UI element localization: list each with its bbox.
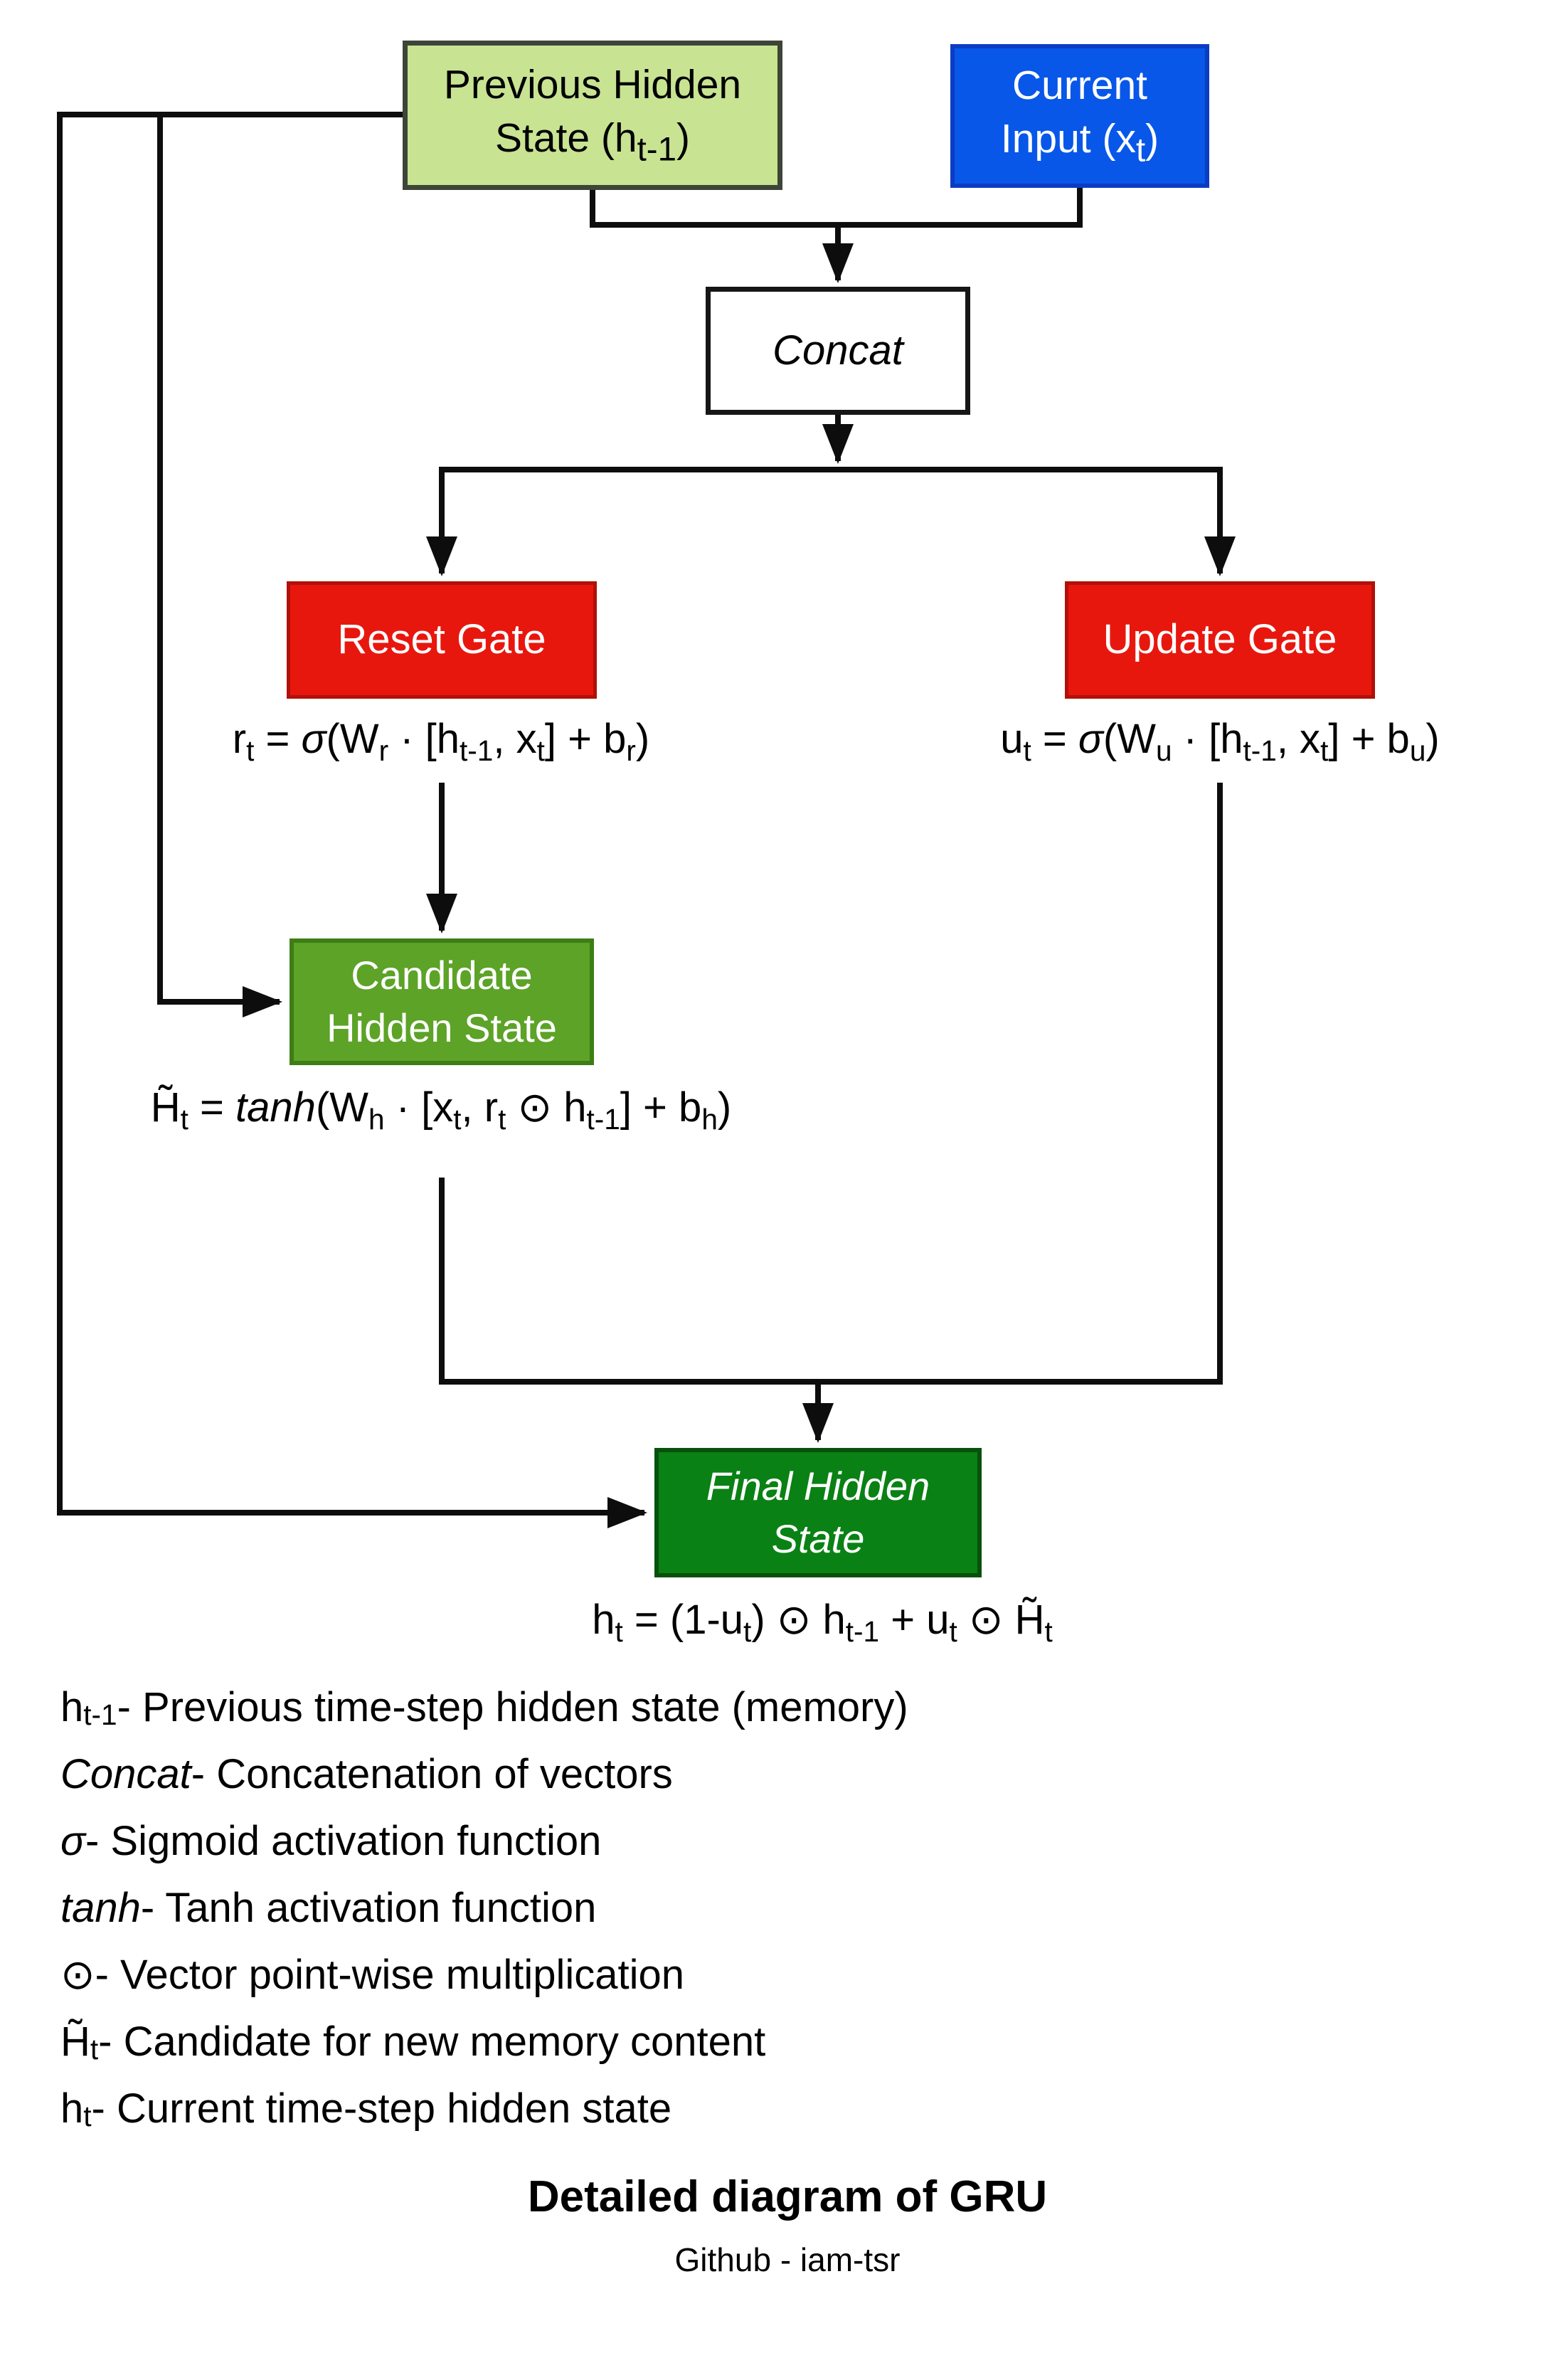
arrow-feedback-to-final — [57, 112, 647, 1528]
diagram-title: Detailed diagram of GRU — [527, 2172, 1048, 2221]
legend-item-candidate: H̃t - Candidate for new memory content — [60, 2018, 766, 2066]
legend-item-sigma: σ - Sigmoid activation function — [60, 1817, 602, 1864]
legend-item-concat: Concat - Concatenation of vectors — [60, 1750, 673, 1797]
diagram-subtitle: Github - iam-tsr — [674, 2241, 901, 2278]
formula-update-gate: ut = σ(Wu · [ht-1, xt] + bu) — [1000, 716, 1440, 768]
arrow-feedback-to-candidate — [157, 112, 282, 1017]
formula-reset-gate: rt = σ(Wr · [ht-1, xt] + br) — [232, 716, 650, 768]
node-concat: Concat — [706, 287, 970, 415]
node-label: Concat — [772, 327, 903, 374]
formula-final-hidden-state: ht = (1-ut) ⊙ ht-1 + ut ⊙ H̃t — [592, 1597, 1053, 1649]
legend-item-pointwise: ⊙ - Vector point-wise multiplication — [60, 1951, 685, 1999]
legend-item-tanh: tanh - Tanh activation function — [60, 1884, 597, 1931]
title-block: Detailed diagram of GRU Github - iam-tsr — [30, 2172, 1545, 2279]
node-update-gate: Update Gate — [1065, 581, 1375, 699]
formula-candidate-hidden-state: H̃t = tanh(Wh · [xt, rt ⊙ ht-1] + bh) — [150, 1084, 732, 1136]
node-label: Reset Gate — [337, 616, 546, 663]
node-reset-gate: Reset Gate — [287, 581, 597, 699]
node-label: Update Gate — [1103, 616, 1337, 663]
